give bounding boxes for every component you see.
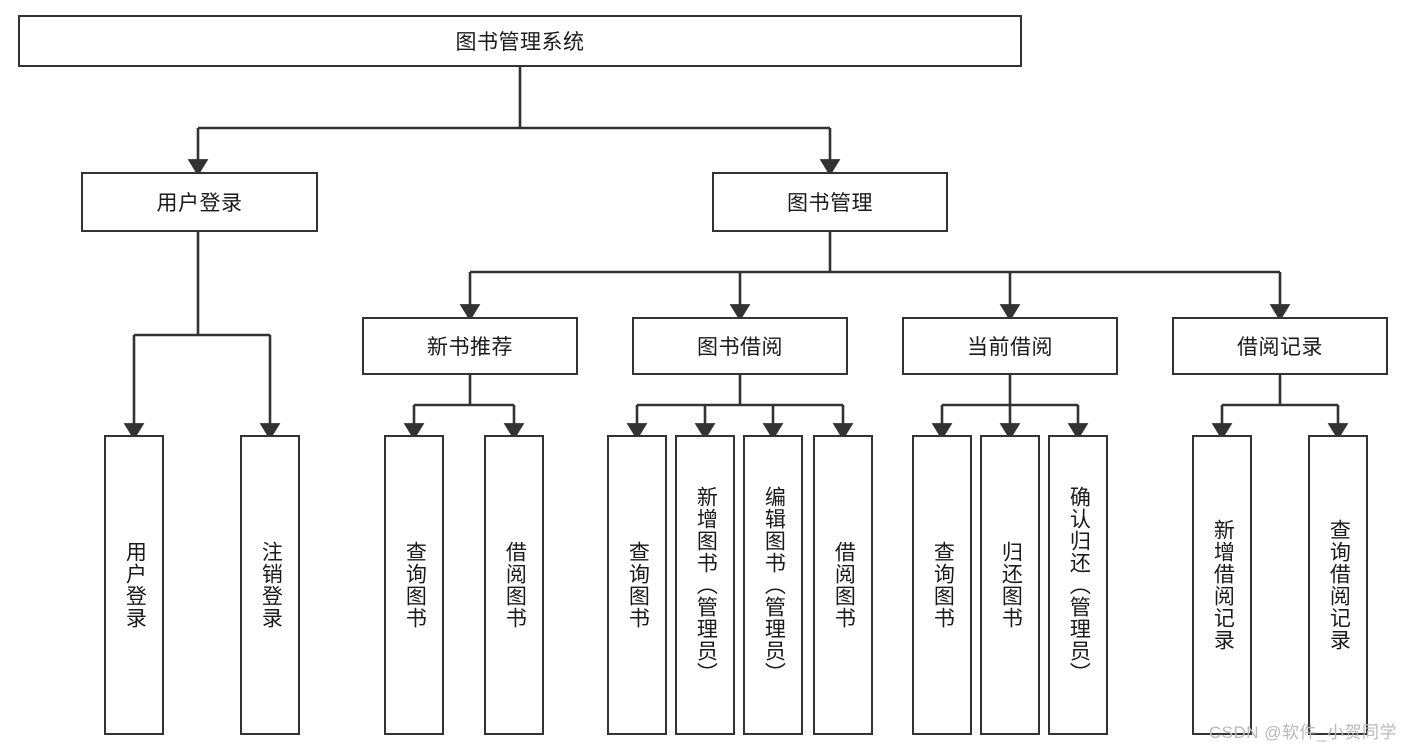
node-book-management-label: 图书管理 [787,192,873,215]
node-leaf-borrow-book-1[interactable]: 借阅图书 [484,435,544,735]
node-leaf-query-book-3[interactable]: 查询图书 [912,435,972,735]
node-book-management[interactable]: 图书管理 [712,172,948,232]
node-user-login-label: 用户登录 [156,192,243,215]
node-leaf-logout[interactable]: 注销登录 [240,435,300,735]
node-leaf-edit-book[interactable]: 编辑图书（管理员） [743,435,803,735]
node-leaf-query-record[interactable]: 查询借阅记录 [1308,435,1368,735]
node-leaf-borrow-book-1-label: 借阅图书 [503,541,527,629]
node-leaf-borrow-book-2-label: 借阅图书 [832,541,856,629]
node-leaf-borrow-book-2[interactable]: 借阅图书 [813,435,873,735]
node-new-book-recommend[interactable]: 新书推荐 [362,317,578,375]
node-root-label: 图书管理系统 [455,31,585,54]
node-leaf-query-book-2-label: 查询图书 [626,541,650,629]
node-root[interactable]: 图书管理系统 [18,15,1022,67]
node-leaf-confirm-return[interactable]: 确认归还（管理员） [1048,435,1108,735]
node-leaf-add-record[interactable]: 新增借阅记录 [1192,435,1252,735]
node-leaf-query-book-1[interactable]: 查询图书 [384,435,444,735]
node-current-borrow-label: 当前借阅 [967,336,1053,359]
node-leaf-logout-label: 注销登录 [259,541,283,629]
node-leaf-confirm-return-label: 确认归还（管理员） [1067,486,1091,684]
node-borrow-record-label: 借阅记录 [1237,336,1323,359]
node-book-borrow-label: 图书借阅 [697,336,783,359]
node-leaf-user-login-label: 用户登录 [123,541,147,629]
node-leaf-return-book[interactable]: 归还图书 [980,435,1040,735]
csdn-watermark: CSDN @软件_小贺同学 [1208,723,1397,742]
node-leaf-query-record-label: 查询借阅记录 [1327,519,1351,651]
node-leaf-user-login[interactable]: 用户登录 [104,435,164,735]
node-new-book-recommend-label: 新书推荐 [427,336,513,359]
node-user-login[interactable]: 用户登录 [81,172,318,232]
node-leaf-return-book-label: 归还图书 [999,541,1023,629]
node-leaf-query-book-2[interactable]: 查询图书 [607,435,667,735]
node-current-borrow[interactable]: 当前借阅 [902,317,1118,375]
node-leaf-add-book[interactable]: 新增图书（管理员） [675,435,735,735]
node-leaf-query-book-3-label: 查询图书 [931,541,955,629]
node-borrow-record[interactable]: 借阅记录 [1172,317,1388,375]
node-leaf-query-book-1-label: 查询图书 [403,541,427,629]
node-leaf-edit-book-label: 编辑图书（管理员） [762,486,786,684]
node-leaf-add-record-label: 新增借阅记录 [1211,519,1235,651]
node-book-borrow[interactable]: 图书借阅 [632,317,848,375]
node-leaf-add-book-label: 新增图书（管理员） [694,486,718,684]
